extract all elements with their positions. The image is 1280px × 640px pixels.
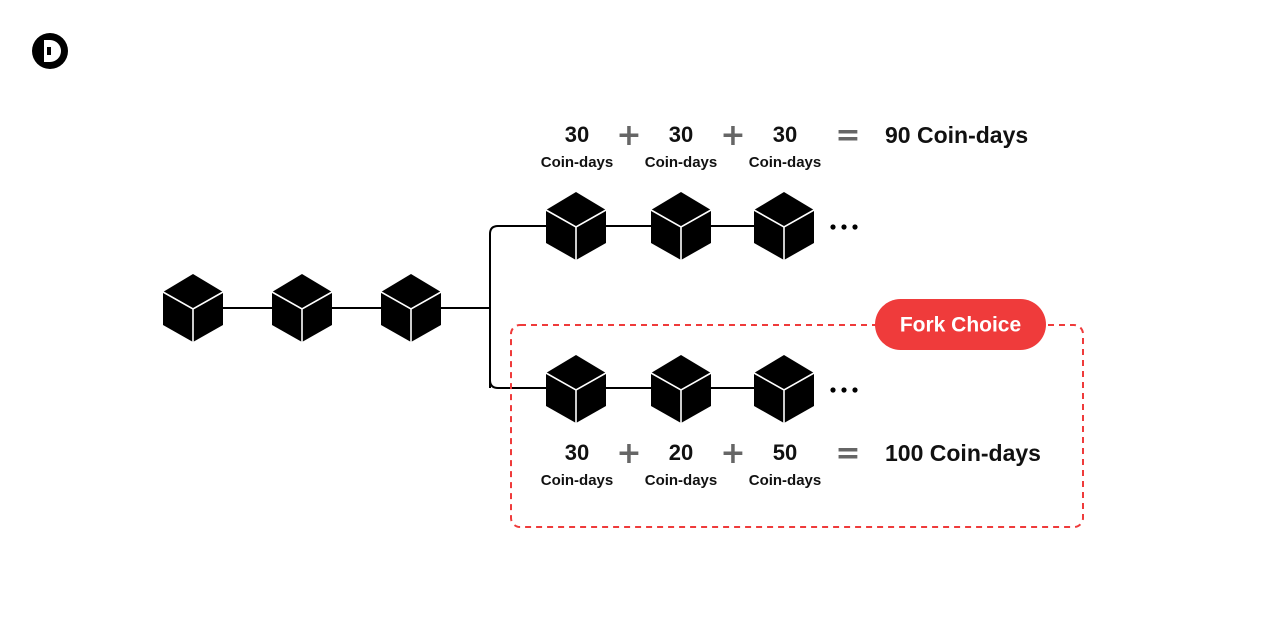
- term-value: 20: [669, 440, 693, 465]
- fork-choice-highlight-box: [510, 324, 1084, 528]
- block-cube-icon: [162, 273, 224, 343]
- term-value: 30: [565, 122, 589, 147]
- block-cube-icon: [650, 354, 712, 424]
- brand-logo-icon: [32, 33, 68, 69]
- block-cube-icon: [380, 273, 442, 343]
- top-branch: [545, 191, 858, 261]
- term-value: 30: [565, 440, 589, 465]
- top-branch-ellipsis: [830, 224, 858, 230]
- block-cube-icon: [753, 354, 815, 424]
- term-unit: Coin-days: [645, 154, 718, 171]
- block-cube-icon: [271, 273, 333, 343]
- plus-operator: +: [720, 118, 745, 153]
- term-unit: Coin-days: [541, 154, 614, 171]
- main-chain: [162, 273, 442, 343]
- plus-operator: +: [720, 436, 745, 471]
- term-unit: Coin-days: [749, 154, 822, 171]
- term-value: 30: [773, 122, 797, 147]
- term-value: 30: [669, 122, 693, 147]
- top-equation: 30 Coin-days + 30 Coin-days + 30 Coin-da…: [541, 118, 1028, 171]
- equation-total: 90 Coin-days: [885, 122, 1028, 148]
- bottom-equation: 30 Coin-days + 20 Coin-days + 50 Coin-da…: [541, 436, 1041, 489]
- equals-operator: =: [835, 436, 860, 471]
- equals-operator: =: [835, 118, 860, 153]
- bottom-branch: [545, 354, 858, 424]
- plus-operator: +: [616, 118, 641, 153]
- fork-choice-label: Fork Choice: [900, 314, 1021, 337]
- block-cube-icon: [545, 191, 607, 261]
- term-unit: Coin-days: [541, 472, 614, 489]
- fork-choice-badge: Fork Choice: [875, 299, 1046, 350]
- plus-operator: +: [616, 436, 641, 471]
- equation-total: 100 Coin-days: [885, 440, 1041, 466]
- block-cube-icon: [650, 191, 712, 261]
- bottom-branch-ellipsis: [830, 387, 858, 393]
- chain-connectors: [222, 225, 754, 389]
- term-unit: Coin-days: [749, 472, 822, 489]
- block-cube-icon: [753, 191, 815, 261]
- block-cube-icon: [545, 354, 607, 424]
- term-value: 50: [773, 440, 797, 465]
- term-unit: Coin-days: [645, 472, 718, 489]
